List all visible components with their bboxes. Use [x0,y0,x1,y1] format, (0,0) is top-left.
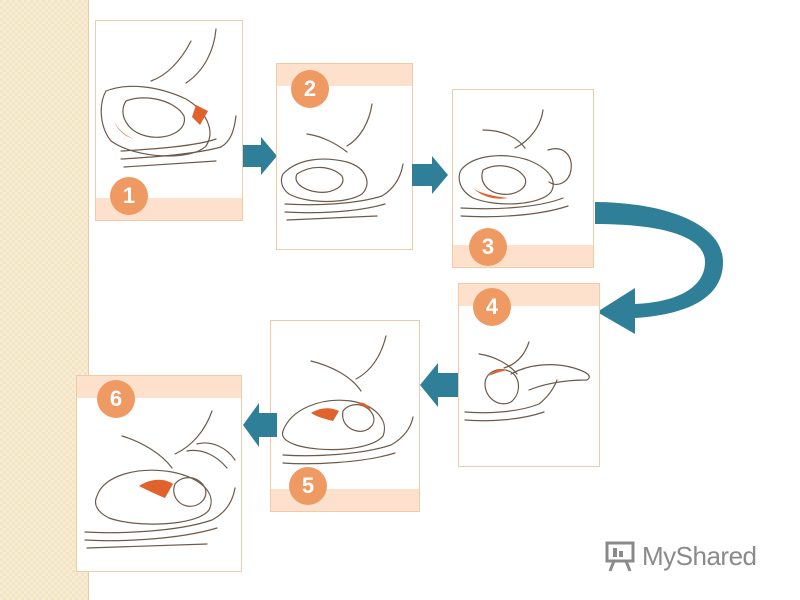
step-2-badge: 2 [291,70,329,108]
arrow-2-to-3 [412,156,448,194]
myshared-logo-text: MyShared [642,540,757,571]
step-2-panel: 2 [276,63,413,250]
step-3-panel: 3 [452,89,594,268]
step-5-number: 5 [301,473,315,498]
step-5-panel: 5 [270,320,420,512]
myshared-logo: MyShared [604,536,774,576]
step-6-panel: 6 [76,375,242,572]
step-3-badge: 3 [469,228,507,266]
step-6-badge: 6 [97,380,135,418]
step-2-illustration [280,103,404,221]
arrow-5-to-6 [243,403,277,447]
step-1-panel: 1 [95,20,243,221]
step-1-badge: 1 [110,177,148,215]
step-2-number: 2 [303,76,317,101]
step-1-number: 1 [122,183,136,208]
arrow-4-to-5 [420,363,458,407]
arrow-1-to-2 [243,137,277,175]
presentation-board-icon [605,541,635,572]
step-3-number: 3 [481,234,495,259]
step-6-number: 6 [109,386,123,411]
step-4-badge: 4 [473,288,511,326]
curved-arrow-3-to-4 [595,202,723,334]
step-3-illustration [458,109,572,218]
step-4-number: 4 [485,294,499,319]
step-4-panel: 4 [458,283,600,467]
step-1-illustration [100,28,237,168]
decorative-side-strip [0,0,89,600]
step-5-badge: 5 [289,467,327,505]
step-6-illustration [84,410,236,549]
step-5-illustration [281,335,414,465]
step-4-illustration [464,341,590,422]
